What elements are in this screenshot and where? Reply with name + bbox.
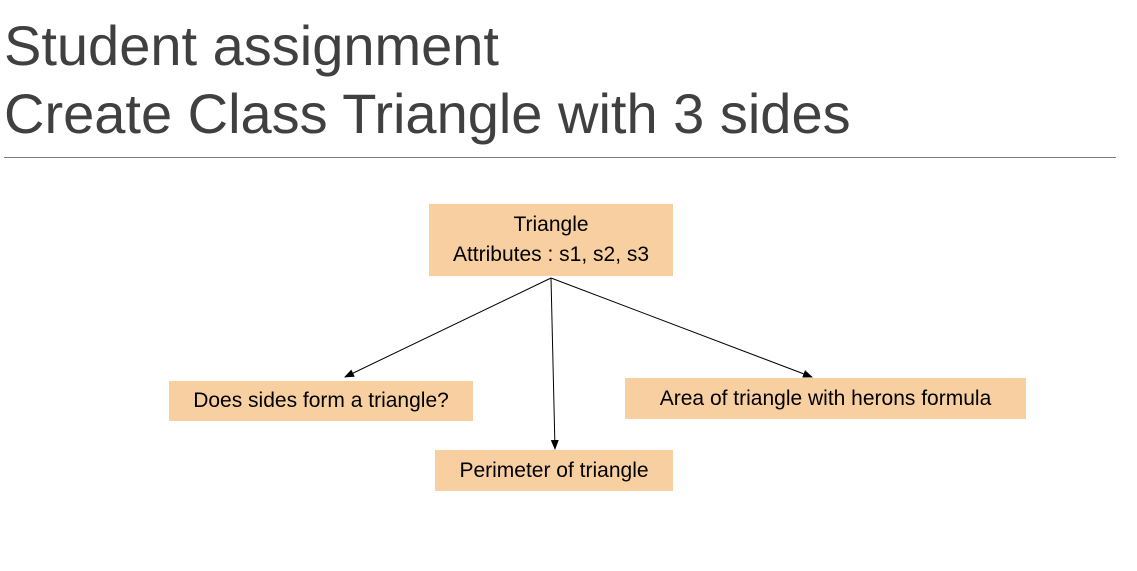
triangle-check-label: Does sides form a triangle? bbox=[193, 389, 449, 412]
area-node: Area of triangle with herons formula bbox=[625, 378, 1026, 419]
class-attributes-label: Attributes : s1, s2, s3 bbox=[452, 243, 650, 266]
perimeter-node: Perimeter of triangle bbox=[435, 450, 673, 491]
connector-to-area bbox=[550, 277, 813, 378]
connector-to-perimeter bbox=[550, 277, 559, 450]
connector-to-triangle-check bbox=[344, 277, 552, 378]
triangle-class-node: Triangle Attributes : s1, s2, s3 bbox=[429, 204, 673, 276]
slide-title-line-1: Student assignment bbox=[4, 14, 499, 77]
slide-title-line-2: Create Class Triangle with 3 sides bbox=[4, 82, 851, 145]
class-name-label: Triangle bbox=[513, 213, 589, 236]
triangle-check-node: Does sides form a triangle? bbox=[169, 381, 473, 421]
area-label: Area of triangle with herons formula bbox=[659, 386, 992, 410]
title-divider bbox=[4, 157, 1116, 158]
perimeter-label: Perimeter of triangle bbox=[459, 458, 649, 482]
